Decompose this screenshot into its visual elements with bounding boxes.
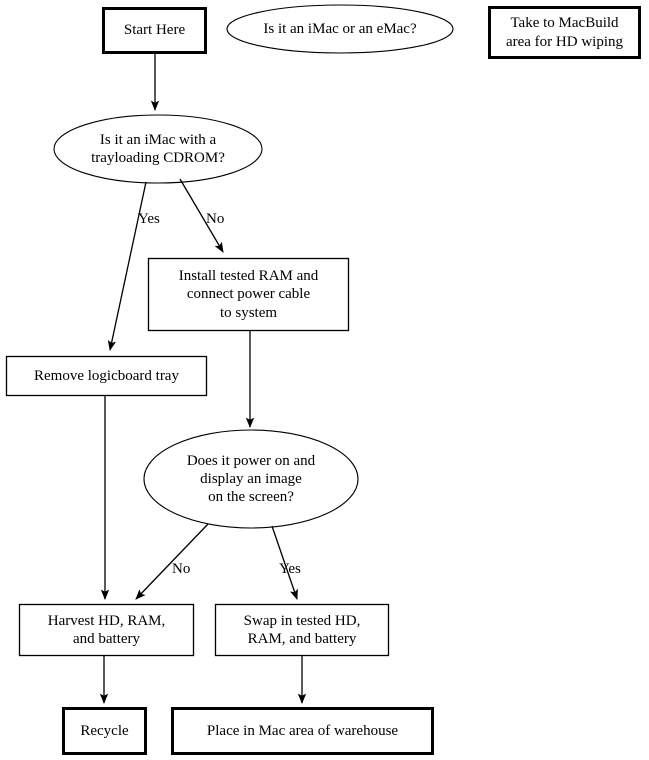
edge-label-trayloading-yes: Yes bbox=[138, 211, 160, 227]
node-shape-macbuild[interactable] bbox=[488, 6, 641, 59]
edge-trayloading-no-to-install-ram bbox=[179, 178, 224, 253]
node-shape-place-mac-area[interactable] bbox=[171, 707, 434, 755]
node-shape-harvest[interactable] bbox=[18, 603, 195, 657]
edge-power-on-yes-to-swap bbox=[271, 525, 298, 600]
edge-label-power-on-yes: Yes bbox=[279, 561, 301, 577]
node-shape-install-ram[interactable] bbox=[147, 257, 350, 332]
edge-label-power-on-no: No bbox=[172, 561, 191, 577]
node-shape-recycle[interactable] bbox=[62, 707, 147, 755]
node-shape-start[interactable] bbox=[102, 7, 207, 54]
edge-power-on-no-to-harvest bbox=[135, 523, 209, 600]
node-shape-imac-or-emac[interactable] bbox=[226, 4, 454, 54]
edge-trayloading-yes-to-remove-tray bbox=[107, 181, 147, 352]
node-shape-trayloading[interactable] bbox=[53, 114, 263, 184]
node-shape-remove-tray[interactable] bbox=[5, 355, 208, 397]
node-shape-swap[interactable] bbox=[214, 603, 390, 657]
edge-label-trayloading-no: No bbox=[206, 211, 225, 227]
node-shape-power-on[interactable] bbox=[143, 429, 359, 529]
